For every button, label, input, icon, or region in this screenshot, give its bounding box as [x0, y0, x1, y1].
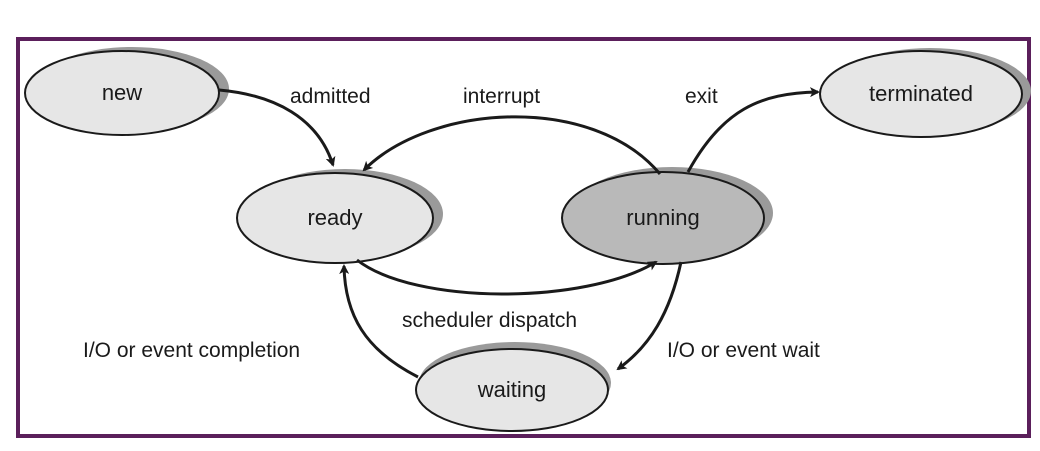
transition-arrows — [218, 87, 820, 379]
state-ready-label: ready — [307, 205, 362, 230]
label-io-event-completion: I/O or event completion — [83, 339, 300, 362]
label-exit: exit — [685, 85, 718, 108]
state-terminated-label: terminated — [869, 81, 973, 106]
label-interrupt: interrupt — [463, 85, 540, 108]
state-running: running — [561, 171, 765, 265]
label-io-event-wait: I/O or event wait — [667, 339, 820, 362]
arrow-scheduler-dispatch — [356, 258, 658, 296]
state-waiting: waiting — [415, 348, 609, 432]
state-waiting-label: waiting — [477, 377, 546, 402]
state-ready: ready — [236, 172, 434, 264]
label-scheduler-dispatch: scheduler dispatch — [402, 309, 577, 332]
state-running-label: running — [626, 205, 699, 230]
arrow-admitted — [218, 88, 336, 167]
arrow-io-event-wait — [616, 261, 683, 371]
arrow-io-event-completion — [339, 264, 419, 379]
label-admitted: admitted — [290, 85, 371, 108]
state-new: new — [24, 50, 220, 136]
arrow-exit — [686, 87, 820, 173]
arrow-interrupt — [362, 115, 662, 175]
state-new-label: new — [102, 80, 142, 105]
state-terminated: terminated — [819, 50, 1023, 138]
diagram-frame — [16, 37, 1031, 438]
